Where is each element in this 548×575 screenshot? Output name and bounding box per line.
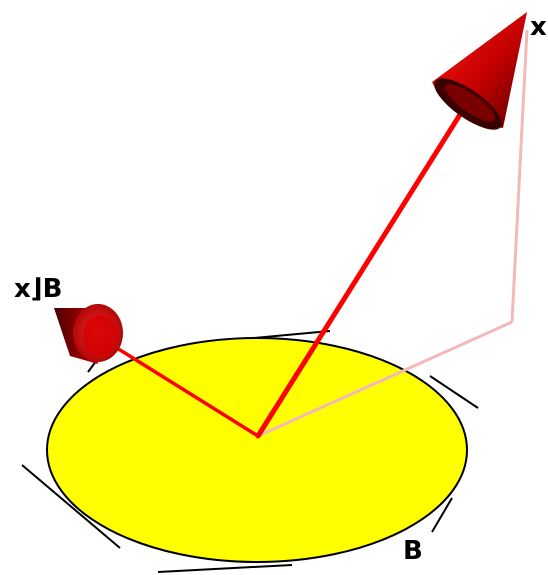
tangent-stroke <box>429 375 479 409</box>
vector-x-wedge-b-shaft <box>102 338 260 438</box>
tangent-stroke <box>21 464 121 549</box>
tangent-stroke <box>157 564 293 573</box>
projection-line-on-plane <box>257 320 513 438</box>
label-x-wedge-b: x⌋B <box>14 274 63 304</box>
projection-line-vertical <box>510 29 529 323</box>
bivector-disk-b <box>46 337 468 563</box>
vector-x-shaft <box>255 102 469 439</box>
label-x: x <box>530 12 547 42</box>
arrowhead-x-icon <box>432 12 527 130</box>
arrowhead-x-wedge-b-icon <box>54 304 123 364</box>
tangent-stroke <box>431 497 453 533</box>
label-b: B <box>403 536 423 566</box>
projection-lines <box>257 29 529 438</box>
